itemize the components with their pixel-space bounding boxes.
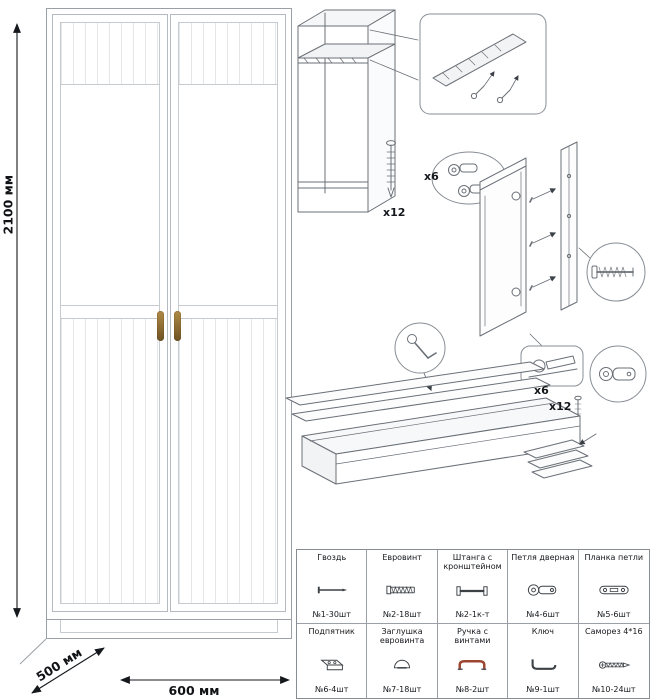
part-name: Гвоздь [317, 553, 347, 562]
part-cell-foot-glide: Подпятник №6-4шт [297, 624, 368, 698]
part-name: Саморез 4*16 [585, 627, 643, 636]
exploded-assembly-diagram [285, 9, 647, 485]
wardrobe-left-door [52, 14, 168, 612]
part-cell-screw-cap: Заглушка евровинта №7-18шт [367, 624, 438, 698]
door-hinge-icon [527, 584, 557, 596]
part-cell-nail: Гвоздь №1-30шт [297, 550, 368, 624]
part-count: №7-18шт [382, 685, 422, 694]
key-icon [531, 658, 557, 670]
part-count: №2-1к-т [455, 610, 490, 619]
part-count: №5-6шт [597, 610, 631, 619]
part-name: Подпятник [308, 627, 355, 636]
screw-cap-icon [394, 660, 411, 669]
left-door-mid-rail [61, 305, 159, 319]
part-count: №2-18шт [382, 610, 422, 619]
left-door-bottom-panel [61, 319, 159, 603]
right-door-mid-rail [179, 305, 277, 319]
wardrobe-plinth-recess [60, 620, 278, 633]
qty-label-lower-hinges: x6 [534, 384, 549, 397]
part-cell-key: Ключ №9-1шт [508, 624, 579, 698]
part-cell-hinge-plate: Планка петли №5-6шт [578, 550, 649, 624]
part-name: Петля дверная [511, 553, 575, 562]
qty-label-lower-screws: x12 [549, 400, 572, 413]
width-dimension-label: 600 мм [168, 683, 220, 698]
right-door-top-panel [179, 23, 277, 85]
part-name: Заглушка евровинта [379, 627, 425, 646]
part-count: №8-2шт [455, 685, 490, 694]
part-count: №1-30шт [312, 610, 351, 619]
left-door-top-panel [61, 23, 159, 85]
carcass-drawing [297, 9, 396, 213]
door-panel-drawing [479, 157, 527, 337]
right-door-handle [174, 311, 181, 341]
part-name: Ручка с винтами [454, 627, 491, 646]
right-door-bottom-panel [179, 319, 277, 603]
foot-glide-icon [319, 659, 344, 670]
wardrobe-right-door [170, 14, 286, 612]
qty-label-top-screws: x12 [383, 206, 406, 219]
part-count: №9-1шт [526, 685, 560, 694]
connecting-screws [529, 188, 557, 291]
qty-label-upper-hinges: x6 [424, 170, 439, 183]
nail-icon [317, 586, 347, 594]
rail-detail-callout [419, 13, 547, 115]
base-panels-drawing [285, 361, 597, 485]
part-cell-door-hinge: Петля дверная №4-6шт [508, 550, 579, 624]
part-name: Ключ [531, 627, 555, 636]
euroscrew-icon [386, 585, 415, 595]
rod-bracket-icon [456, 585, 489, 596]
part-count: №6-4шт [315, 685, 349, 694]
part-cell-screw: Саморез 4*16 №10-24шт [579, 624, 649, 698]
parts-table: Гвоздь №1-30шт Евровинт №2-18шт Штанга с… [296, 549, 650, 699]
part-cell-euroscrew: Евровинт №2-18шт [367, 550, 438, 624]
left-door-handle [157, 311, 164, 341]
part-cell-handle: Ручка с винтами №8-2шт [438, 624, 509, 698]
height-dimension-label: 2100 мм [0, 174, 16, 235]
left-door-frame [60, 22, 160, 604]
screw-icon [598, 660, 631, 669]
side-panel-drawing [560, 141, 578, 311]
part-name: Евровинт [382, 553, 422, 562]
part-cell-rod: Штанга с кронштейном №2-1к-т [437, 550, 509, 624]
part-count: №4-6шт [526, 610, 560, 619]
euroscrew-callout [578, 242, 646, 302]
confirmat-screw-top [386, 140, 396, 198]
part-name: Планка петли [584, 553, 644, 562]
handle-icon [458, 660, 487, 671]
part-name: Штанга с кронштейном [443, 553, 502, 572]
part-count: №10-24шт [592, 685, 636, 694]
hinge-plate-icon [599, 585, 629, 595]
